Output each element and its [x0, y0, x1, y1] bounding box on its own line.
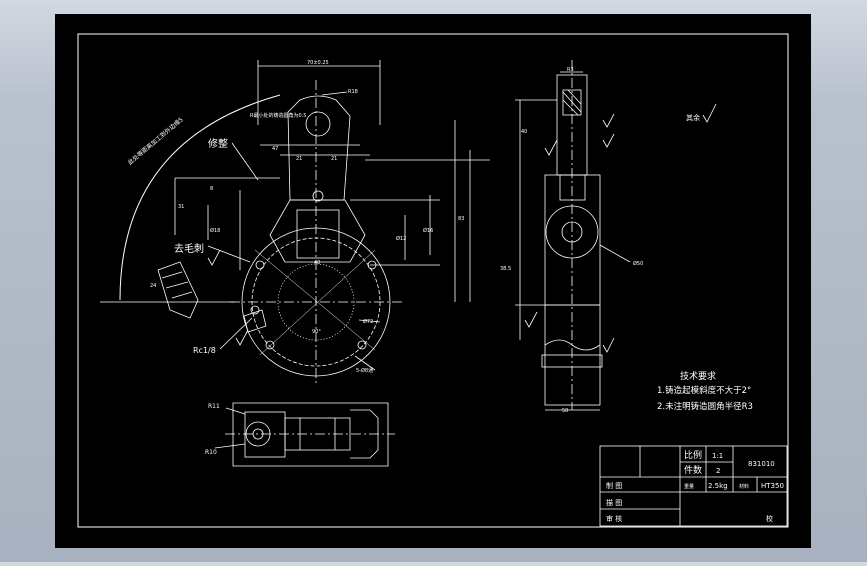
tb-school: 校 [766, 514, 773, 523]
dim-31: 31 [178, 204, 184, 210]
label-r10: R10 [205, 449, 217, 456]
dim-5phi: 5-Ø8通 [356, 367, 373, 374]
title-block [599, 445, 788, 527]
dim-r18: R18 [348, 89, 358, 95]
roughness-symbols [207, 103, 717, 353]
tb-material-value: HT350 [761, 482, 784, 490]
label-thread: Rc1/8 [193, 346, 216, 355]
tb-made-by: 制 图 [606, 481, 622, 490]
label-r11: R11 [208, 403, 220, 410]
tb-count-label: 件数 [684, 464, 702, 476]
dim-24: 24 [150, 283, 156, 289]
dim-47: 47 [272, 146, 278, 152]
dim-21b: 21 [331, 156, 337, 162]
tb-drawing-no: 831010 [748, 460, 775, 468]
front-view [100, 60, 490, 385]
side-view [515, 60, 631, 411]
drawing-sheet [55, 14, 811, 548]
tb-drafter: 描 图 [606, 498, 622, 507]
dim-phi72: Ø72 [363, 318, 373, 325]
dim-phi16: Ø16 [423, 227, 433, 234]
tb-weight-label: 重量 [684, 483, 694, 490]
dim-side-top: R3 [567, 67, 574, 73]
inner-circle [277, 263, 355, 341]
tb-scale-value: 1:1 [712, 452, 723, 460]
lug-hole [305, 111, 331, 137]
notes-heading: 技术要求 [680, 370, 716, 382]
dim-top-width: 70±0.25 [307, 60, 329, 66]
tb-scale-label: 比例 [684, 449, 702, 461]
drawing-border [77, 33, 789, 528]
dim-83: 83 [458, 216, 464, 222]
dim-08: 8 [210, 186, 213, 192]
dim-side-bottom: 50 [562, 408, 568, 414]
dim-21a: 21 [296, 156, 302, 162]
title-block-texts: 比例 1:1 件数 2 831010 制 图 重量 2.5kg 材料 HT350… [606, 449, 784, 523]
dim-phi12: Ø12 [396, 235, 406, 242]
dim-40: 40 [314, 260, 320, 266]
dim-90: 90° [312, 329, 321, 335]
dim-side-40: 40 [521, 129, 527, 135]
dim-phi50: Ø50 [633, 260, 643, 267]
bottom-view [214, 402, 395, 467]
dim-phi18: Ø18 [210, 227, 220, 234]
technical-notes: 技术要求 1.铸造起模斜度不大于2° 2.未注明铸造圆角半径R3 [657, 370, 753, 412]
tb-count-value: 2 [716, 467, 720, 475]
dim-top-note: R最小处的铸造圆角为0.5 [250, 112, 306, 119]
tb-reviewer: 审 核 [606, 514, 622, 523]
tb-weight-value: 2.5kg [708, 482, 728, 490]
dimension-texts: 70±0.25 R18 R最小处的铸造圆角为0.5 47 21 21 8 31 … [150, 60, 643, 414]
notes-line2: 2.未注明铸造圆角半径R3 [657, 401, 753, 412]
tb-material-label: 材料 [739, 483, 749, 490]
dim-side-38: 38.5 [500, 266, 511, 272]
label-polish: 修整 [208, 137, 228, 150]
label-deburr: 去毛刺 [174, 243, 204, 255]
notes-line1: 1.铸造起模斜度不大于2° [657, 385, 751, 396]
label-rest: 其余 [686, 113, 700, 122]
